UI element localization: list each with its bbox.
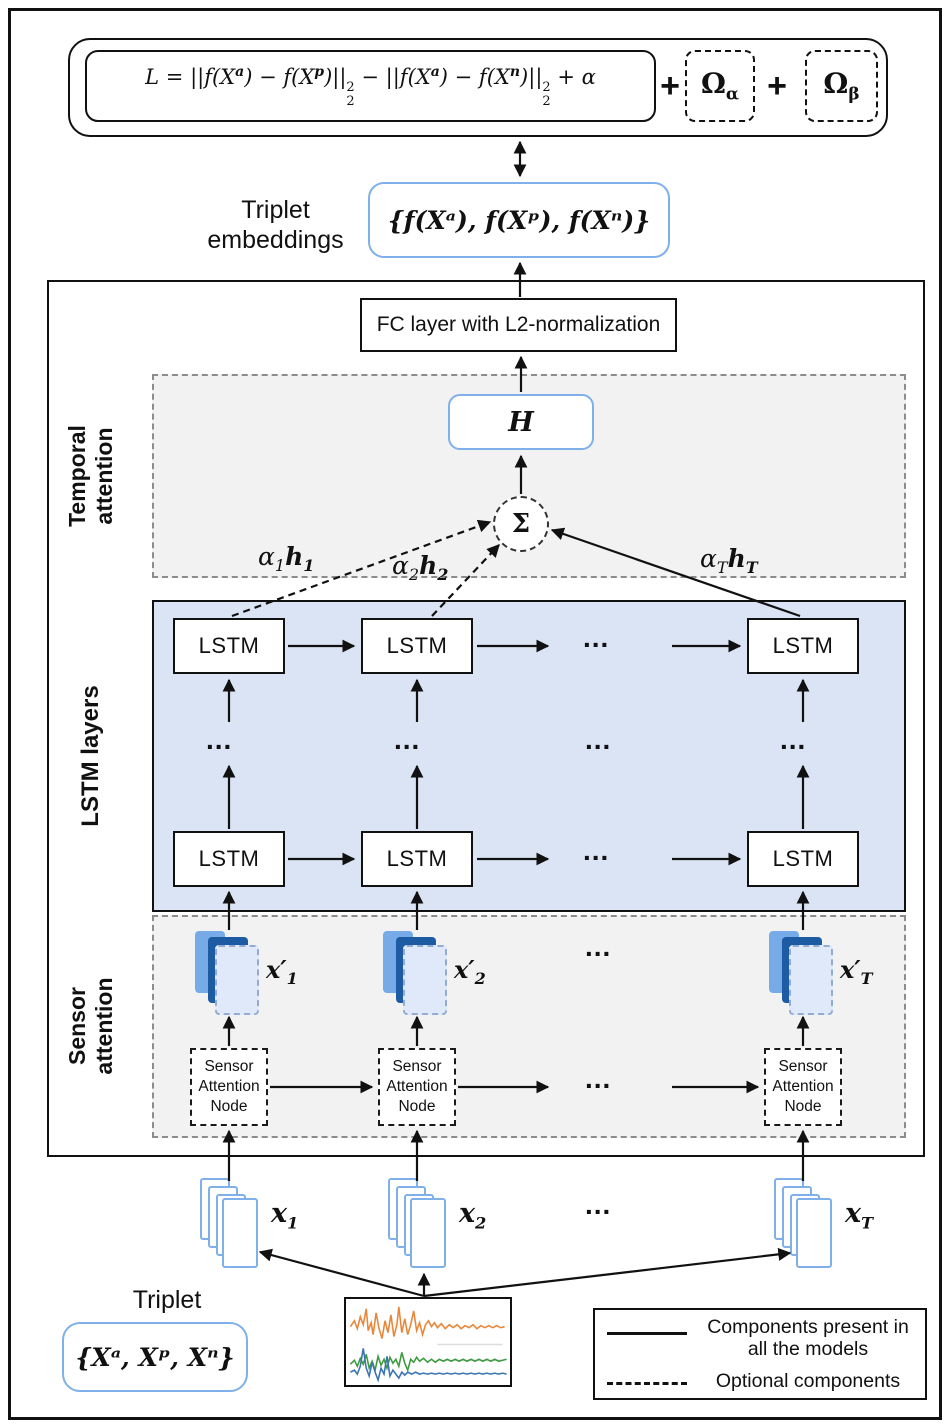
ellipsis: ...: [583, 835, 610, 866]
legend-dashed-line: [607, 1382, 687, 1385]
input-label-2: x2: [459, 1198, 487, 1233]
h-box: H: [448, 394, 594, 450]
fc-layer-label: FC layer with L2-normalization: [376, 313, 661, 336]
plus-sign: +: [660, 66, 680, 105]
lstm-cell: LSTM: [747, 618, 859, 674]
weight-label-2: α2h2: [392, 551, 449, 584]
legend-dashed-label: Optional components: [715, 1370, 901, 1392]
input-card: [796, 1198, 832, 1268]
lstm-layers-label: LSTM layers: [77, 685, 104, 827]
sensor-output-label-T: x′T: [840, 955, 873, 988]
model-frame: [47, 280, 925, 1157]
triplet-embeddings-label: Triplet embeddings: [207, 196, 344, 254]
ellipsis: ...: [585, 1063, 612, 1094]
input-label-T: xT: [845, 1198, 874, 1233]
lstm-cell: LSTM: [361, 618, 473, 674]
triplet-embeddings-box: {f(Xᵃ), f(Xᵖ), f(Xⁿ)}: [368, 182, 670, 258]
sensor-attention-node: Sensor Attention Node: [764, 1048, 842, 1126]
sensor-card-front: [215, 945, 259, 1015]
legend-box: Components present in all the models Opt…: [593, 1308, 927, 1400]
omega-beta-symbol: Ωβ: [823, 67, 860, 105]
weight-label-1: α1h1: [258, 542, 315, 575]
input-card: [410, 1198, 446, 1268]
sensor-attention-node: Sensor Attention Node: [378, 1048, 456, 1126]
signal-plot: [344, 1297, 512, 1387]
sensor-card-front: [403, 945, 447, 1015]
lstm-cell: LSTM: [173, 618, 285, 674]
input-card: [222, 1198, 258, 1268]
triplet-box: {Xᵃ, Xᵖ, Xⁿ}: [62, 1322, 248, 1392]
temporal-attention-label: Temporal attention: [64, 425, 118, 527]
sensor-output-label-2: x′2: [454, 955, 486, 988]
signal-plot-canvas: [349, 1306, 507, 1383]
ellipsis: ...: [585, 724, 612, 755]
ellipsis: ...: [780, 724, 807, 755]
figure-border: [8, 8, 942, 1420]
signal-waveform-blue: [350, 1348, 507, 1383]
legend-solid-label: Components present in all the models: [707, 1316, 909, 1361]
ellipsis: ...: [585, 1189, 612, 1220]
lstm-cell: LSTM: [747, 831, 859, 887]
h-symbol: H: [508, 406, 534, 438]
ellipsis: ...: [583, 622, 610, 653]
sensor-output-label-1: x′1: [266, 955, 298, 988]
fc-layer-box: FC layer with L2-normalization: [360, 298, 677, 352]
lstm-cell: LSTM: [173, 831, 285, 887]
sensor-attention-node: Sensor Attention Node: [190, 1048, 268, 1126]
input-label-1: x1: [271, 1198, 299, 1233]
legend-solid-line: [607, 1332, 687, 1335]
sigma-symbol: Σ: [511, 509, 531, 539]
triplet-embeddings-value: {f(Xᵃ), f(Xᵖ), f(Xⁿ)}: [387, 205, 651, 235]
ellipsis: ...: [206, 724, 233, 755]
sum-node: Σ: [493, 496, 549, 552]
weight-label-T: αThT: [700, 544, 758, 577]
ellipsis: ...: [394, 724, 421, 755]
plus-sign: +: [767, 66, 787, 105]
signal-waveform-orange: [349, 1306, 505, 1339]
triplet-label: Triplet: [132, 1286, 202, 1314]
sensor-attention-label: Sensor attention: [64, 977, 118, 1075]
ellipsis: ...: [585, 931, 612, 962]
sensor-card-front: [789, 945, 833, 1015]
omega-alpha-symbol: Ωα: [700, 67, 740, 105]
omega-alpha-box: Ωα: [685, 50, 755, 122]
omega-beta-box: Ωβ: [805, 50, 878, 122]
lstm-cell: LSTM: [361, 831, 473, 887]
triplet-value: {Xᵃ, Xᵖ, Xⁿ}: [75, 1342, 235, 1372]
